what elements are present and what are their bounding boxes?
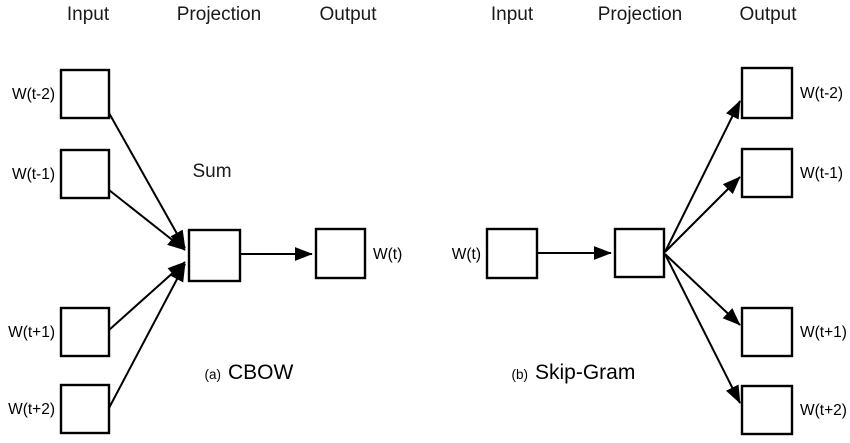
node-label-output-wt+1: W(t+1) (800, 324, 847, 341)
node-box-input-wt-2 (59, 68, 111, 120)
node-input-wt-1: W(t-1) (12, 148, 111, 200)
edge-input-wt-1-to-projection (108, 189, 186, 251)
edge-projection-to-output-wt-2 (664, 100, 741, 253)
column-header-output: Output (319, 4, 377, 25)
node-label-output-wt-1: W(t-1) (800, 165, 843, 182)
caption-index-b: (b) (512, 367, 529, 382)
node-label-output-wt: W(t) (373, 246, 402, 263)
caption-title-skip-gram: Skip-Gram (535, 361, 635, 384)
node-box-input-wt-sg (485, 227, 539, 280)
caption-title-cbow: CBOW (228, 361, 294, 384)
node-output-wt: W(t) (314, 227, 402, 280)
node-label-input-wt-sg: W(t) (452, 246, 481, 263)
edge-projection-to-output-wt+2 (664, 253, 741, 404)
node-output-wt+2: W(t+2) (740, 384, 847, 436)
node-label-input-wt-2: W(t-2) (12, 86, 55, 103)
node-input-wt+2: W(t+2) (8, 383, 111, 435)
panel-skip-gram: Input Projection Output W(t) W(t-2) W(t-… (452, 4, 847, 436)
node-input-wt-sg: W(t) (452, 227, 539, 280)
node-box-output-wt+1 (740, 306, 794, 358)
node-box-output-wt-2 (740, 66, 794, 120)
caption-index-a: (a) (205, 367, 222, 382)
node-box-output-wt-1 (740, 147, 794, 199)
node-input-wt-2: W(t-2) (12, 68, 111, 120)
node-label-output-wt-2: W(t-2) (800, 85, 843, 102)
node-box-input-wt+1 (59, 306, 111, 358)
node-label-input-wt+2: W(t+2) (8, 401, 55, 418)
node-box-input-wt+2 (59, 383, 111, 435)
node-output-wt-2: W(t-2) (740, 66, 843, 120)
node-input-wt+1: W(t+1) (8, 306, 111, 358)
node-box-output-wt+2 (740, 384, 794, 436)
node-label-output-wt+2: W(t+2) (800, 402, 847, 419)
column-header-projection: Projection (177, 4, 262, 25)
edge-input-wt-2-to-projection (108, 112, 186, 249)
column-header-input-sg: Input (491, 4, 534, 25)
node-box-cbow-projection (187, 228, 242, 283)
column-header-input: Input (67, 4, 110, 25)
column-header-projection-sg: Projection (598, 4, 683, 25)
node-box-skipgram-projection (613, 227, 666, 279)
node-box-input-wt-1 (59, 148, 111, 200)
node-output-wt-1: W(t-1) (740, 147, 843, 199)
node-label-input-wt+1: W(t+1) (8, 324, 55, 341)
edge-input-wt+1-to-projection (108, 261, 186, 331)
node-box-output-wt (314, 227, 367, 280)
annotation-sum: Sum (192, 161, 231, 182)
edge-input-wt+2-to-projection (108, 263, 186, 409)
node-output-wt+1: W(t+1) (740, 306, 847, 358)
column-header-output-sg: Output (739, 4, 797, 25)
node-label-input-wt-1: W(t-1) (12, 166, 55, 183)
panel-cbow: Input Projection Output W(t-2) W(t-1) W(… (8, 4, 402, 435)
edge-projection-to-output-wt-1 (664, 176, 741, 253)
edge-projection-to-output-wt+1 (664, 253, 741, 326)
